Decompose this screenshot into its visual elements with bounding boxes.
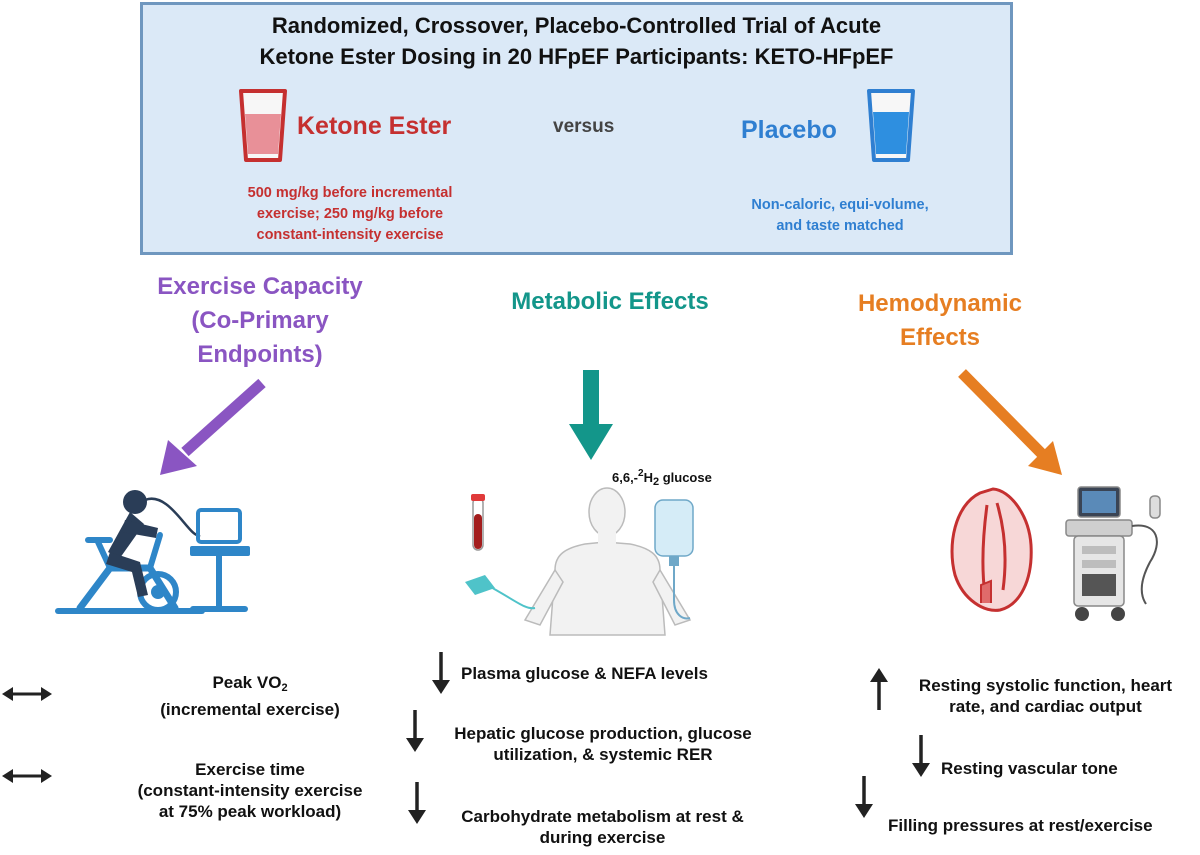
exercise-bike-icon — [55, 490, 250, 614]
ketone-desc-line3: constant-intensity exercise — [256, 227, 444, 243]
tracer-suffix: glucose — [659, 470, 712, 485]
metabolic-result1-down-arrow-icon — [432, 652, 450, 694]
exercise-title-line2: (Co-Primary — [191, 307, 329, 334]
ketone-dose-description: 500 mg/kg before incremental exercise; 2… — [200, 183, 500, 246]
metabolic-result2-down-arrow-icon — [406, 710, 424, 752]
hemodynamic-result1: Resting systolic function, heart rate, a… — [893, 675, 1198, 717]
metabolic-result2-line1: Hepatic glucose production, glucose — [454, 724, 752, 743]
ketone-cup-icon — [239, 89, 287, 162]
metabolic-effects-title: Metabolic Effects — [511, 288, 709, 315]
exercise-time-detail1: (constant-intensity exercise — [137, 781, 363, 800]
placebo-description: Non-caloric, equi-volume, and taste matc… — [700, 195, 980, 237]
ketone-ester-label: Ketone Ester — [297, 112, 452, 140]
header-box — [140, 2, 1013, 255]
hemodynamic-result1-line2: rate, and cardiac output — [949, 697, 1142, 716]
placebo-desc-line1: Non-caloric, equi-volume, — [751, 197, 929, 213]
metabolic-result2-line2: utilization, & systemic RER — [493, 745, 713, 764]
hemodynamic-title-line2: Effects — [899, 324, 981, 351]
ketone-desc-line1: 500 mg/kg before incremental — [247, 185, 453, 201]
placebo-desc-line2: and taste matched — [776, 218, 904, 234]
peak-vo2-label: Peak VO2 — [110, 672, 390, 699]
versus-label: versus — [553, 116, 615, 137]
hemodynamic-result2: Resting vascular tone — [941, 759, 1118, 778]
placebo-label: Placebo — [741, 116, 837, 144]
hemodynamic-result3-down-arrow-icon — [855, 776, 873, 818]
exercise-result2: Exercise time (constant-intensity exerci… — [90, 759, 410, 822]
metabolic-result3: Carbohydrate metabolism at rest & during… — [430, 806, 775, 848]
exercise-time-label: Exercise time — [195, 760, 305, 779]
tracer-prefix: 6,6,- — [612, 470, 639, 485]
tracer-label: 6,6,-2H2 glucose — [612, 463, 712, 493]
ketone-desc-line2: exercise; 250 mg/kg before — [256, 206, 444, 222]
exercise-result1: Peak VO2 (incremental exercise) — [110, 672, 390, 720]
hemodynamic-result1-line1: Resting systolic function, heart — [918, 676, 1173, 695]
exercise-title-line3: Endpoints) — [197, 341, 323, 368]
placebo-cup-icon — [867, 89, 915, 162]
ultrasound-machine-icon — [1065, 486, 1161, 621]
hemodynamic-result3: Filling pressures at rest/exercise — [888, 816, 1153, 835]
tracer-mid: H — [643, 470, 653, 485]
hemodynamic-result1-up-arrow-icon — [870, 668, 888, 710]
heart-icon — [950, 487, 1033, 612]
peak-vo2-detail: (incremental exercise) — [160, 700, 340, 719]
exercise-capacity-title: Exercise Capacity (Co-Primary Endpoints) — [120, 270, 400, 372]
metabolic-body-icon — [465, 487, 694, 636]
exercise-result2-arrow-icon — [2, 769, 52, 783]
exercise-time-detail2: at 75% peak workload) — [158, 802, 342, 821]
metabolic-result2: Hepatic glucose production, glucose util… — [428, 723, 778, 765]
metabolic-result3-line2: during exercise — [539, 828, 666, 847]
peak-vo2-sub: 2 — [281, 682, 288, 694]
hemodynamic-title-line1: Hemodynamic — [857, 290, 1023, 317]
trial-title-line1: Randomized, Crossover, Placebo-Controlle… — [271, 13, 882, 38]
hemodynamic-result2-down-arrow-icon — [912, 735, 930, 777]
tracer-sub: 2 — [652, 476, 660, 488]
exercise-title-line1: Exercise Capacity — [157, 273, 363, 300]
exercise-result1-arrow-icon — [2, 687, 52, 701]
metabolic-result3-down-arrow-icon — [408, 782, 426, 824]
tracer-sup: 2 — [638, 468, 644, 479]
peak-vo2-prefix: Peak VO — [212, 673, 282, 692]
metabolic-result1: Plasma glucose & NEFA levels — [461, 664, 708, 683]
trial-title: Randomized, Crossover, Placebo-Controlle… — [160, 10, 993, 72]
metabolic-result3-line1: Carbohydrate metabolism at rest & — [461, 807, 744, 826]
trial-title-line2: Ketone Ester Dosing in 20 HFpEF Particip… — [259, 44, 894, 69]
hemodynamic-effects-title: Hemodynamic Effects — [800, 287, 1080, 355]
